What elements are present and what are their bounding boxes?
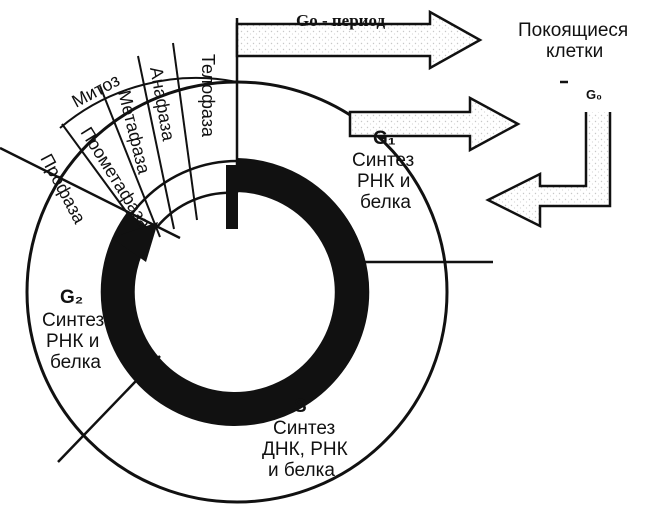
g0-box <box>568 78 624 112</box>
s-line3: и белка <box>268 460 335 481</box>
g0-label: G₀ <box>586 87 602 102</box>
g2-name: G₂ <box>60 287 83 308</box>
cycle-arrow-arc <box>100 158 369 426</box>
cycle-arrowhead <box>112 222 158 262</box>
s-name: S <box>294 396 307 417</box>
resting-cells-line1: Покоящиеся <box>518 20 628 41</box>
phase-telophase: Телофаза <box>198 54 218 138</box>
phase-anaphase: Анафаза <box>146 65 179 143</box>
go-arrow-middle <box>348 95 521 153</box>
mitosis-outer-arc <box>59 77 238 129</box>
s-line1: Синтез <box>273 418 335 439</box>
go-period-label: Go - период <box>296 11 385 30</box>
g1-name: G₁ <box>373 128 396 149</box>
g2-line3: белка <box>50 352 101 373</box>
g1-line2: РНК и <box>357 171 410 192</box>
resting-cells-line2: клетки <box>546 41 603 62</box>
g1-line1: Синтез <box>352 150 414 171</box>
s-line2: ДНК, РНК <box>262 439 348 460</box>
return-arrow <box>485 80 612 229</box>
g2-line2: РНК и <box>46 331 99 352</box>
mitosis-label: Митоз <box>68 70 123 112</box>
go-arrow-top <box>235 9 483 71</box>
g1-line3: белка <box>360 192 411 213</box>
g2-line1: Синтез <box>42 310 104 331</box>
